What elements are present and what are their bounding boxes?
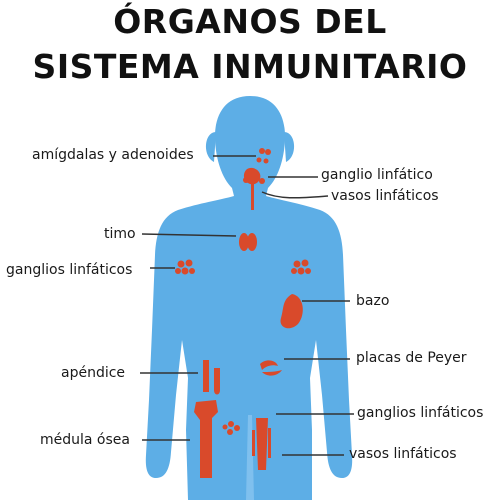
- label-bazo: bazo: [356, 293, 390, 309]
- label-timo: timo: [104, 226, 136, 242]
- leg-lymph-vessels-organ: [252, 418, 271, 470]
- bone-marrow-organ: [194, 400, 218, 478]
- ear-left: [205, 132, 216, 162]
- label-ganglios-axila: ganglios linfáticos: [6, 262, 133, 278]
- thymus-organ: [239, 233, 257, 251]
- label-medula-osea: médula ósea: [40, 432, 130, 448]
- label-ganglio-linfatico: ganglio linfático: [321, 167, 433, 183]
- leader-line-vasos-neck: [261, 191, 329, 199]
- peyer-patches-organ: [260, 360, 282, 376]
- ear-right: [284, 132, 295, 162]
- axillary-right-nodes-organ: [291, 259, 311, 275]
- organs: [175, 148, 311, 478]
- label-placas-peyer: placas de Peyer: [356, 350, 467, 366]
- title-line-2: SISTEMA INMUNITARIO: [32, 47, 468, 86]
- label-amigdalas: amígdalas y adenoides: [32, 147, 194, 163]
- title-line-1: ÓRGANOS DEL: [113, 2, 387, 41]
- body-torso: [145, 96, 353, 500]
- leader-line-timo: [141, 233, 237, 237]
- axillary-left-nodes-organ: [175, 259, 195, 275]
- tonsils-adenoids-organ: [256, 148, 271, 164]
- label-apendice: apéndice: [61, 365, 126, 381]
- leader-lines: [140, 155, 354, 456]
- inguinal-nodes-organ: [222, 421, 240, 435]
- label-vasos-linfaticos-leg: vasos linfáticos: [349, 446, 457, 462]
- spleen-organ: [280, 294, 303, 329]
- label-ganglios-ingle: ganglios linfáticos: [357, 405, 484, 421]
- label-vasos-linfaticos-neck: vasos linfáticos: [331, 188, 439, 204]
- neck-lymph-node-organ: [243, 167, 265, 210]
- appendix-organ: [203, 360, 220, 395]
